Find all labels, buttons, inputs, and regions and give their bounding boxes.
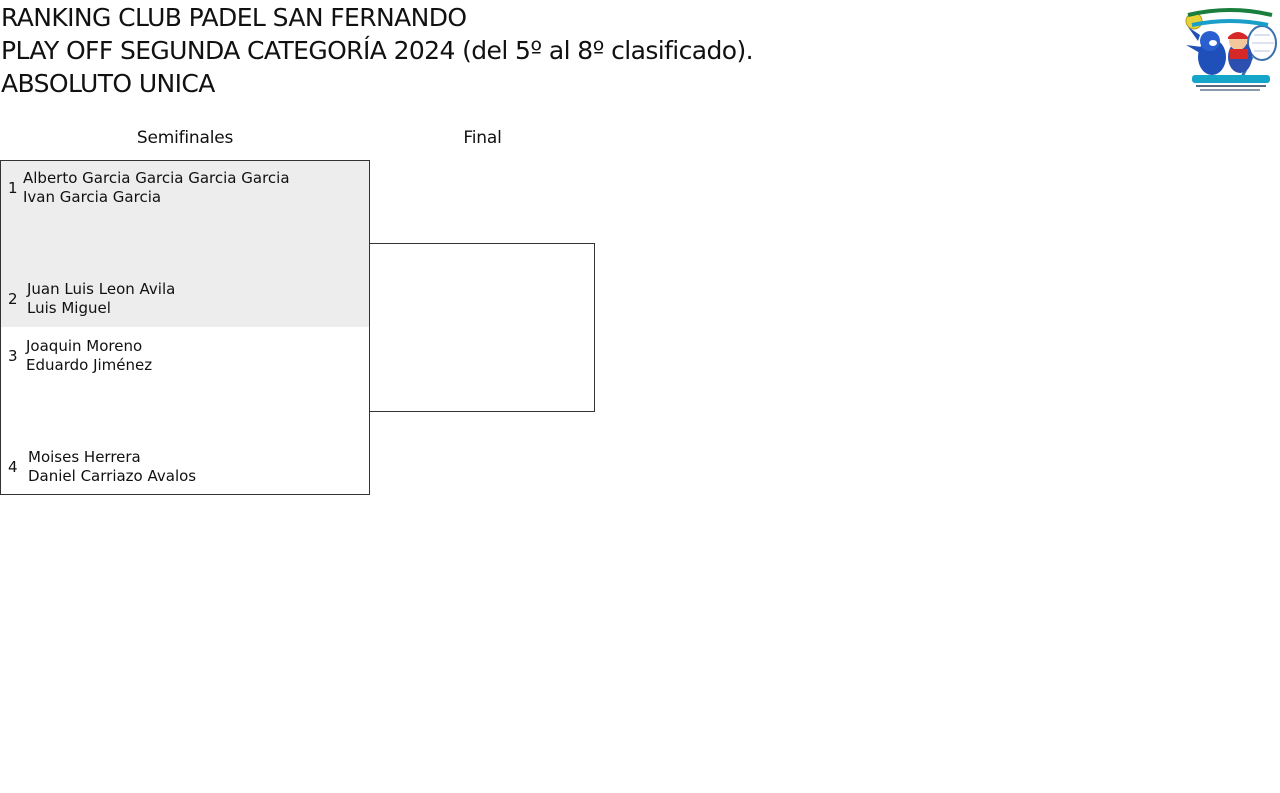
player-name: Alberto Garcia Garcia Garcia Garcia [23, 169, 290, 187]
seed-number: 4 [8, 457, 18, 476]
team-seed-1[interactable]: 1 Alberto Garcia Garcia Garcia Garcia Iv… [1, 169, 290, 207]
seed-number: 2 [8, 289, 18, 308]
club-logo-icon [1182, 5, 1280, 93]
page-title: RANKING CLUB PADEL SAN FERNANDO PLAY OFF… [1, 1, 754, 100]
round-label-final: Final [463, 128, 502, 148]
semifinal-match-2[interactable]: 3 Joaquin Moreno Eduardo Jiménez 4 Moise… [0, 327, 370, 495]
player-name: Luis Miguel [27, 299, 111, 317]
team-seed-2[interactable]: 2 Juan Luis Leon Avila Luis Miguel [1, 280, 175, 318]
team-seed-3[interactable]: 3 Joaquin Moreno Eduardo Jiménez [1, 337, 152, 375]
player-name: Moises Herrera [28, 448, 141, 466]
team-seed-4[interactable]: 4 Moises Herrera Daniel Carriazo Avalos [1, 448, 196, 486]
player-name: Daniel Carriazo Avalos [28, 467, 197, 485]
semifinal-match-1[interactable]: 1 Alberto Garcia Garcia Garcia Garcia Iv… [0, 160, 370, 328]
title-line-1: RANKING CLUB PADEL SAN FERNANDO [1, 3, 467, 32]
round-label-semifinales: Semifinales [136, 128, 234, 148]
player-name: Juan Luis Leon Avila [27, 280, 176, 298]
title-line-3: ABSOLUTO UNICA [1, 69, 215, 98]
title-line-2: PLAY OFF SEGUNDA CATEGORÍA 2024 (del 5º … [1, 36, 754, 65]
final-match[interactable] [370, 243, 595, 412]
player-name: Joaquin Moreno [26, 337, 143, 355]
seed-number: 3 [8, 346, 18, 365]
player-name: Ivan Garcia Garcia [23, 188, 162, 206]
seed-number: 1 [8, 178, 18, 197]
player-name: Eduardo Jiménez [26, 356, 153, 374]
